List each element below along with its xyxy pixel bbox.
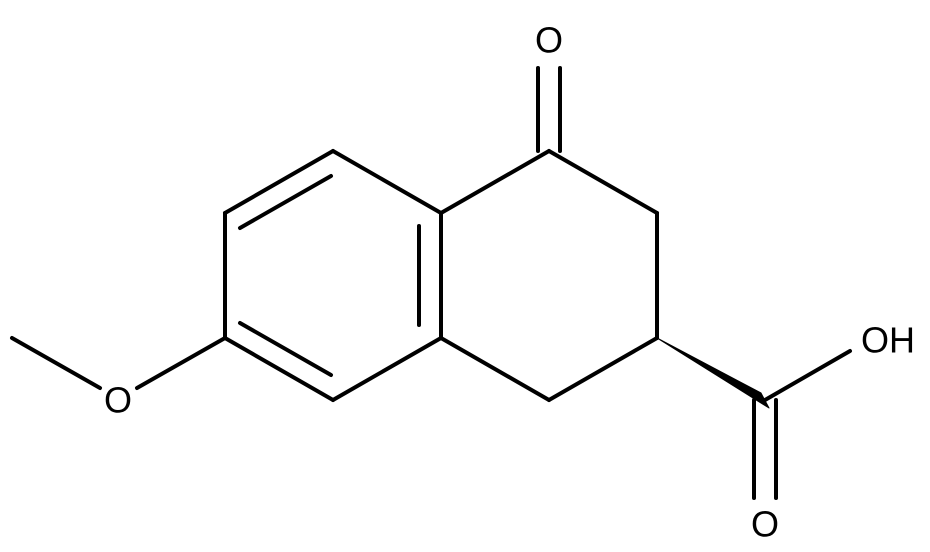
wedge-bond (656, 337, 770, 409)
bond-cooh-oh (763, 349, 852, 402)
cyclohexanone-ring (439, 149, 659, 402)
bond-ar-topright (331, 149, 443, 215)
bond-c1-c2 (547, 149, 659, 215)
bond-c3-c4 (547, 336, 659, 402)
bond-c4-c4a (439, 336, 551, 402)
carbonyl-oxygen-label: O (535, 20, 563, 61)
carboxylic-acid-group: OH O (656, 320, 915, 545)
ketone-group: O (535, 20, 563, 153)
bond-ar-bottomright (331, 336, 443, 402)
bond-ar-bottom (223, 336, 335, 402)
bond-omethoxy-ch3 (10, 336, 102, 390)
methoxy-oxygen-label: O (104, 380, 132, 421)
bond-ar-top-inner (238, 174, 333, 230)
hydroxyl-label: OH (861, 320, 915, 361)
bond-c8a-c1 (439, 149, 551, 215)
aromatic-ring (223, 149, 443, 402)
methoxy-group: O (10, 336, 227, 421)
bond-ar-top (223, 149, 335, 215)
bond-ar-bottom-inner (238, 321, 333, 377)
acid-oxygen-label: O (751, 504, 779, 545)
bond-c-omethoxy (135, 336, 227, 390)
